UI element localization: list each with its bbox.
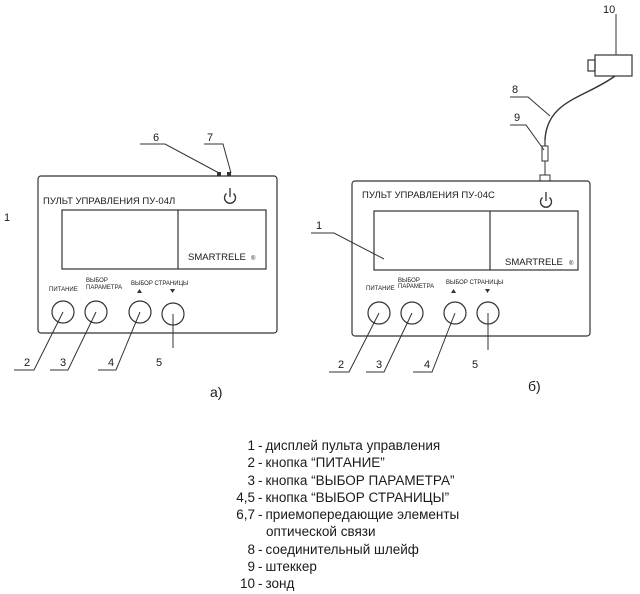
power-icon (539, 192, 553, 208)
legend-text: кнопка “ПИТАНИЕ” (265, 455, 385, 471)
page-up-button[interactable] (443, 301, 467, 325)
callout-1: 1 (316, 220, 322, 232)
power-icon (223, 188, 237, 204)
callout-5: 5 (156, 357, 162, 369)
callout-3: 3 (376, 359, 382, 371)
legend-item: 6,7-приемопередающие элементы (205, 506, 505, 523)
legend-text: кнопка “ВЫБОР СТРАНИЦЫ” (265, 489, 450, 505)
callout-4: 4 (424, 359, 430, 371)
legend-key: 4,5 (236, 489, 255, 505)
legend-key: 2 (247, 455, 255, 471)
display-screen (373, 210, 579, 271)
param-button[interactable] (84, 300, 108, 324)
legend-item-continuation: оптической связи (205, 523, 505, 540)
legend-key: 8 (247, 541, 255, 557)
callout-8: 8 (512, 84, 518, 96)
panel-b-leaders (311, 14, 617, 373)
probe-body (594, 54, 633, 77)
panel-a-leaders (14, 143, 232, 371)
brand-label: SMARTRELE (505, 257, 563, 268)
panel-b: ПУЛЬТ УПРАВЛЕНИЯ ПУ-04С SMARTRELE ® ПИТА… (311, 4, 633, 394)
legend: 1-дисплей пульта управления 2-кнопка “ПИ… (205, 437, 505, 593)
up-arrow-icon (451, 289, 456, 293)
callout-4: 4 (108, 357, 114, 369)
legend-item: 2-кнопка “ПИТАНИЕ” (205, 454, 505, 471)
caption-a: а) (210, 384, 222, 400)
page-buttons-label: ВЫБОР СТРАНИЦЫ (446, 280, 503, 286)
legend-item: 8-соединительный шлейф (205, 541, 505, 558)
display-screen (61, 209, 267, 270)
brand-label: SMARTRELE (188, 252, 246, 263)
down-arrow-icon (170, 289, 175, 293)
callout-5: 5 (472, 359, 478, 371)
callout-3: 3 (60, 357, 66, 369)
connecting-cable (544, 75, 616, 141)
callout-2: 2 (338, 359, 344, 371)
up-arrow-icon (137, 289, 142, 293)
callout-6: 6 (153, 132, 159, 144)
panel-a-title: ПУЛЬТ УПРАВЛЕНИЯ ПУ-04Л (43, 196, 175, 207)
callout-9: 9 (514, 112, 520, 124)
legend-item: 1-дисплей пульта управления (205, 437, 505, 454)
param-button-label-1: ВЫБОР (398, 278, 420, 284)
power-button-label: ПИТАНИЕ (49, 287, 78, 293)
legend-text: зонд (265, 576, 295, 592)
power-button[interactable] (367, 301, 391, 325)
legend-key: 10 (239, 576, 255, 592)
callout-7: 7 (207, 132, 213, 144)
page-buttons-label: ВЫБОР СТРАНИЦЫ (131, 281, 188, 287)
page-up-button[interactable] (128, 300, 152, 324)
legend-text: приемопередающие элементы (265, 507, 460, 523)
panel-b-title: ПУЛЬТ УПРАВЛЕНИЯ ПУ-04С (362, 190, 495, 201)
registered-mark: ® (251, 255, 256, 262)
optical-element-7 (227, 172, 231, 176)
legend-item: 3-кнопка “ВЫБОР ПАРАМЕТРА” (205, 472, 505, 489)
registered-mark: ® (569, 260, 574, 267)
power-button-label: ПИТАНИЕ (366, 286, 395, 292)
param-button-label-2: ПАРАМЕТРА (398, 284, 434, 290)
param-button-label-1: ВЫБОР (86, 278, 108, 284)
param-button-label-2: ПАРАМЕТРА (86, 285, 122, 291)
down-arrow-icon (485, 289, 490, 293)
legend-text: кнопка “ВЫБОР ПАРАМЕТРА” (265, 472, 455, 488)
legend-key: 6,7 (236, 507, 255, 523)
legend-text: дисплей пульта управления (265, 438, 441, 453)
optical-socket (539, 174, 551, 182)
legend-text: соединительный шлейф (265, 541, 419, 557)
power-button[interactable] (51, 300, 75, 324)
param-button[interactable] (400, 301, 424, 325)
panel-a: ПУЛЬТ УПРАВЛЕНИЯ ПУ-04Л SMARTRELE ® ПИТА… (14, 132, 278, 400)
panel-b-body (351, 180, 591, 337)
legend-item: 9-штеккер (205, 558, 505, 575)
optical-element-6 (217, 172, 221, 176)
legend-item: 4,5-кнопка “ВЫБОР СТРАНИЦЫ” (205, 489, 505, 506)
legend-key: 9 (247, 559, 255, 575)
caption-b: б) (528, 378, 541, 394)
legend-key: 1 (247, 438, 255, 453)
legend-text: штеккер (265, 559, 317, 575)
callout-10: 10 (603, 4, 615, 16)
callout-2: 2 (24, 357, 30, 369)
probe-tip (587, 59, 596, 72)
legend-text: оптической связи (266, 524, 376, 540)
panel-a-body (37, 175, 278, 334)
stray-label: 1 (4, 212, 10, 224)
legend-key: 3 (247, 472, 255, 488)
legend-item: 10-зонд (205, 575, 505, 592)
